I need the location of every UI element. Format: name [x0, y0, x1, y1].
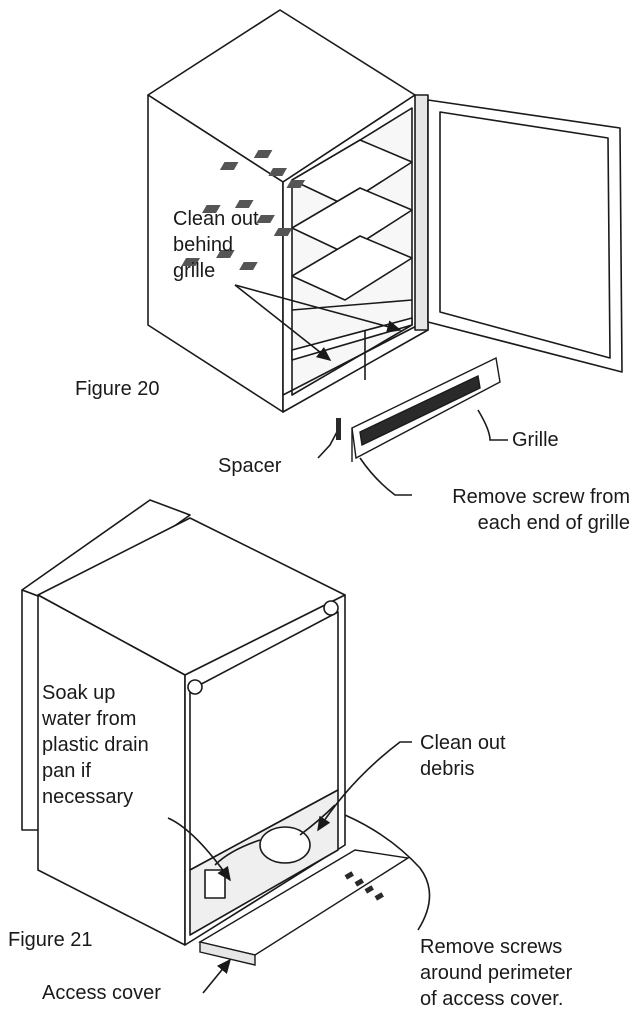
label-line: around perimeter	[420, 962, 573, 984]
label-clean-out-debris: Clean out debris	[420, 730, 506, 782]
label-clean-out-behind-grille: Clean out behind grille	[173, 206, 259, 284]
label-line: Clean out	[173, 208, 259, 230]
label-remove-screw: Remove screw from each end of grille	[452, 484, 630, 536]
spacer-part	[336, 418, 341, 440]
access-cover	[198, 849, 410, 966]
label-grille: Grille	[512, 429, 559, 451]
label-line: grille	[173, 260, 216, 282]
label-line: plastic drain	[42, 734, 149, 756]
label-spacer: Spacer	[218, 455, 282, 477]
label-line: Remove screws	[420, 936, 563, 958]
figure21-pointers	[167, 741, 431, 994]
label-access-cover: Access cover	[42, 982, 161, 1004]
shelf-grid	[181, 150, 306, 270]
label-remove-screws-perimeter: Remove screws around perimeter of access…	[420, 934, 572, 1012]
figure20-pointers	[234, 284, 508, 496]
label-soak-up-water: Soak up water from plastic drain pan if …	[42, 680, 149, 810]
grille	[351, 356, 501, 462]
label-line: behind	[173, 234, 234, 256]
label-line: necessary	[42, 786, 134, 808]
label-line: water from	[42, 708, 137, 730]
label-line: of access cover.	[420, 988, 564, 1010]
figure21-caption: Figure 21	[8, 929, 93, 951]
figure20-caption: Figure 20	[75, 378, 160, 400]
figure21-cabinet	[21, 499, 346, 946]
label-line: Soak up	[42, 682, 116, 704]
label-line: Clean out	[420, 732, 506, 754]
shelf	[291, 139, 413, 301]
label-line: each end of grille	[477, 512, 630, 534]
label-line: Remove screw from	[452, 486, 630, 508]
label-line: pan if	[42, 760, 91, 782]
label-line: debris	[420, 758, 475, 780]
